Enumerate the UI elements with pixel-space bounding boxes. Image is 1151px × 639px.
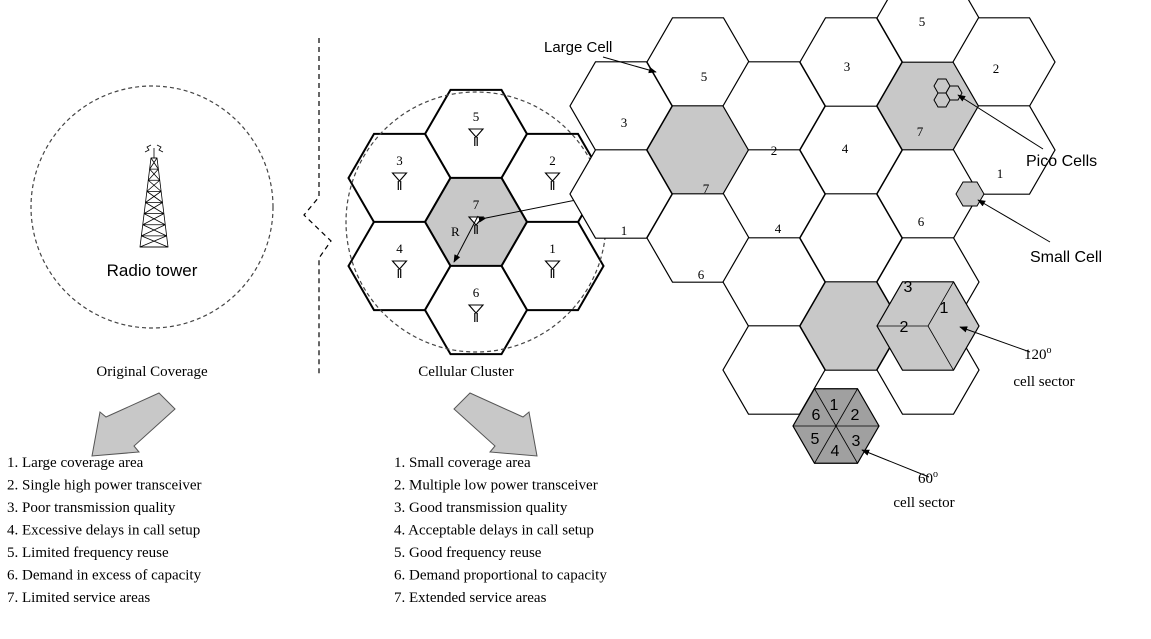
list-item: 2. Single high power transceiver: [7, 478, 202, 494]
list-item: 1. Small coverage area: [394, 455, 531, 471]
large-cell-number: 4: [775, 221, 782, 236]
cellular-features-list: 1. Small coverage area 2. Multiple low po…: [394, 455, 607, 606]
large-cell-number: 1: [997, 166, 1004, 181]
large-cell-number: 2: [993, 61, 1000, 76]
small-cell-label: Small Cell: [1030, 249, 1102, 266]
list-item: 4. Excessive delays in call setup: [7, 523, 200, 539]
cluster-cell-number: 4: [396, 241, 403, 256]
cluster-hex-grid: 5 3 2 7 4 1 6: [347, 88, 605, 356]
sector-number: 6: [812, 407, 821, 424]
pico-cells: [933, 78, 963, 108]
list-item: 6. Demand in excess of capacity: [7, 568, 202, 584]
large-cell-number: 7: [703, 181, 710, 196]
small-cell-arrow: [977, 199, 1051, 243]
cluster-cell-number: 7: [473, 197, 480, 212]
list-item: 7. Extended service areas: [394, 590, 547, 606]
large-cell-number: 5: [701, 69, 708, 84]
large-cell-number: 6: [698, 267, 705, 282]
annotations: Large Cell Pico Cells Small Cell 120o ce…: [544, 39, 1102, 511]
cluster-cell-number: 5: [473, 109, 480, 124]
large-cell-number: 7: [917, 124, 924, 139]
pico-cell: [945, 85, 963, 101]
large-cell-number: 6: [918, 214, 925, 229]
sector-divider: [927, 325, 954, 371]
sector-number: 4: [831, 443, 840, 460]
original-coverage-label: Original Coverage: [96, 364, 208, 380]
radio-tower-icon: [139, 144, 169, 248]
large-cell-number: 5: [919, 14, 926, 29]
list-item: 2. Multiple low power transceiver: [394, 478, 598, 494]
list-item: 5. Good frequency reuse: [394, 545, 542, 561]
cellular-cluster-label: Cellular Cluster: [418, 364, 513, 380]
cluster-cell-number: 3: [396, 153, 403, 168]
pico-cells-arrow: [957, 94, 1044, 150]
cluster-cell-number: 1: [549, 241, 556, 256]
sector-120-cell: 3 1 2: [876, 279, 980, 371]
large-cell-number: 3: [844, 59, 851, 74]
pico-cells-label: Pico Cells: [1026, 153, 1097, 170]
sector-number: 3: [852, 433, 861, 450]
list-item: 5. Limited frequency reuse: [7, 545, 169, 561]
large-cell-number: 4: [842, 141, 849, 156]
cluster-cell-number: 6: [473, 285, 480, 300]
sector-number: 1: [830, 397, 839, 414]
sector-120-angle: 120o: [1024, 345, 1052, 363]
large-cell-number: 2: [771, 143, 778, 158]
sector-120-arrow: [959, 326, 1031, 353]
large-cell-arrow: [602, 56, 657, 74]
sector-60-angle: 60o: [918, 469, 938, 487]
sector-number: 1: [940, 300, 949, 317]
original-coverage-group: Radio tower Original Coverage 1. Large c…: [7, 85, 274, 606]
sector-number: 2: [851, 407, 860, 424]
radius-arrow: [453, 215, 479, 263]
sector-120-caption: cell sector: [1013, 374, 1074, 390]
original-coverage-circle: [30, 85, 274, 329]
sector-number: 5: [811, 431, 820, 448]
down-arrow-icon-left: [91, 392, 176, 457]
list-item: 3. Good transmission quality: [394, 500, 568, 516]
list-item: 3. Poor transmission quality: [7, 500, 176, 516]
small-cell: [955, 181, 985, 207]
sector-divider: [927, 281, 954, 327]
sector-number: 2: [900, 319, 909, 336]
large-cell-label: Large Cell: [544, 39, 612, 56]
sector-60-cell: 12 345 6: [792, 388, 880, 464]
cluster-cell-number: 2: [549, 153, 556, 168]
list-item: 6. Demand proportional to capacity: [394, 568, 607, 584]
list-item: 1. Large coverage area: [7, 455, 144, 471]
large-cell-grid: 5 3 7 2 1 4 6 3 5 7 2 4 1 6: [569, 0, 1056, 415]
large-cell-number: 1: [621, 223, 628, 238]
list-item: 7. Limited service areas: [7, 590, 150, 606]
sector-60-caption: cell sector: [893, 495, 954, 511]
sector-number: 3: [904, 279, 913, 296]
radius-label: R: [451, 224, 460, 239]
list-item: 4. Acceptable delays in call setup: [394, 523, 594, 539]
original-features-list: 1. Large coverage area 2. Single high pow…: [7, 455, 202, 606]
sector-60-arrow: [861, 449, 930, 478]
divider-line: [303, 38, 332, 377]
large-cell-number: 3: [621, 115, 628, 130]
down-arrow-icon-right: [453, 392, 538, 457]
radio-tower-label: Radio tower: [107, 261, 198, 280]
